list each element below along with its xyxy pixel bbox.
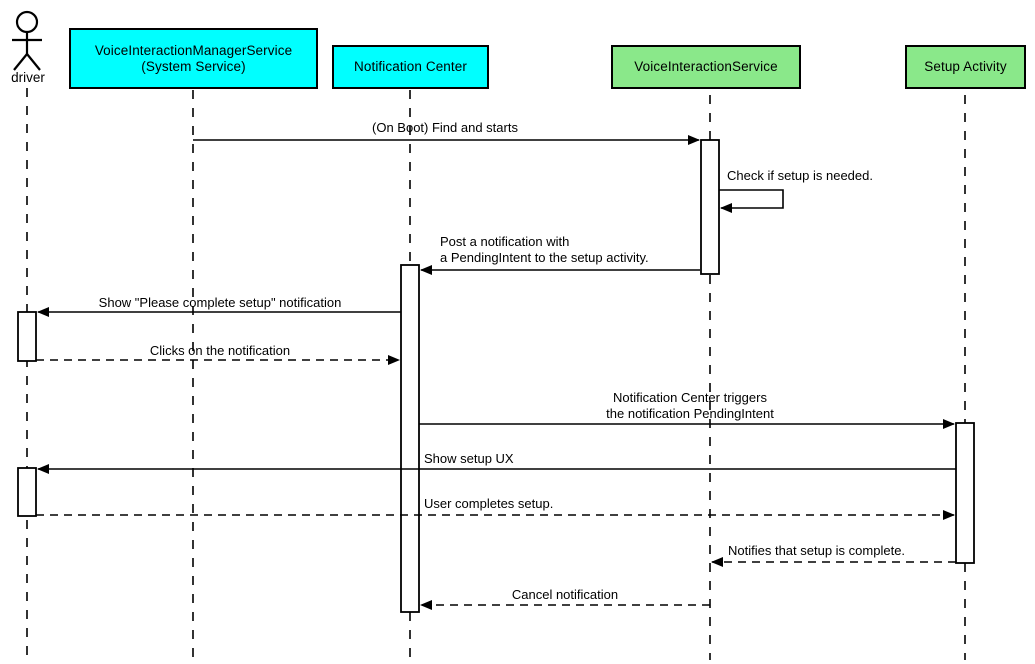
message-arrows	[36, 135, 956, 610]
participant-box-vis[interactable]: VoiceInteractionService	[611, 45, 801, 89]
arrow-m2-self	[719, 189, 784, 213]
message-label-m10: Cancel notification	[511, 587, 619, 602]
participant-box-vims[interactable]: VoiceInteractionManagerService (System S…	[69, 28, 318, 89]
participant-box-setup-activity[interactable]: Setup Activity	[905, 45, 1026, 89]
message-label-m6: Notification Center triggers the notific…	[606, 390, 774, 421]
message-label-m5: Clicks on the notification	[149, 343, 291, 358]
message-label-m3: Post a notification with a PendingIntent…	[440, 234, 649, 265]
message-label-m7: Show setup UX	[424, 451, 514, 466]
message-label-m4: Show "Please complete setup" notificatio…	[98, 295, 342, 310]
activation-setup-activity	[955, 422, 975, 564]
activation-vis-1	[700, 139, 720, 275]
actor-driver-figure	[12, 10, 42, 71]
message-label-m8: User completes setup.	[424, 496, 554, 511]
actor-driver-label: driver	[11, 70, 45, 85]
message-label-m9: Notifies that setup is complete.	[728, 543, 906, 558]
activation-driver-1	[17, 311, 37, 362]
activation-bars	[17, 139, 975, 613]
message-label-m2: Check if setup is needed.	[727, 168, 873, 183]
activation-driver-2	[17, 467, 37, 517]
participant-box-notification-center[interactable]: Notification Center	[332, 45, 489, 89]
message-label-m1: (On Boot) Find and starts	[372, 120, 518, 135]
activation-notification-center	[400, 264, 420, 613]
